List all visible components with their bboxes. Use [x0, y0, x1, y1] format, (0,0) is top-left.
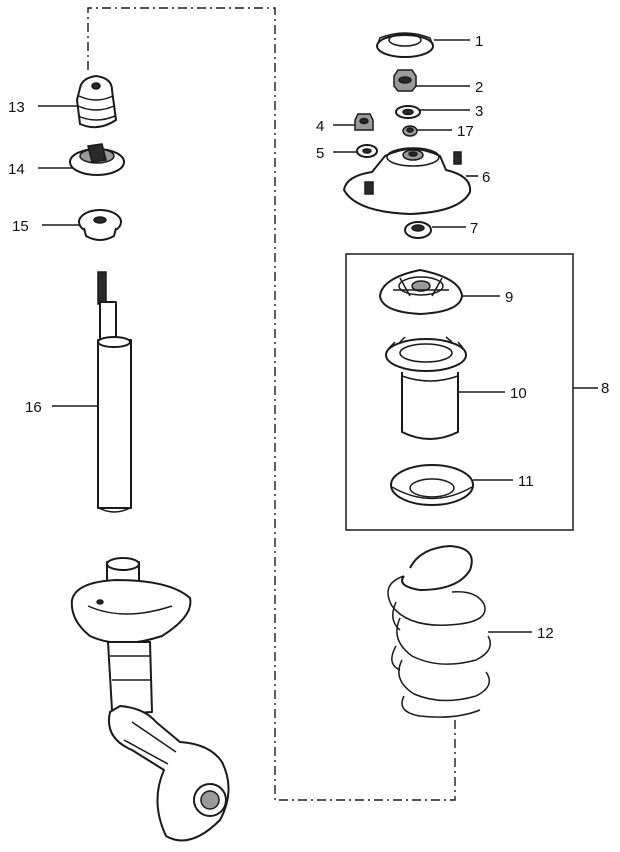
part-spring-seat-clip [69, 143, 125, 176]
callout-14: 14 [8, 161, 25, 178]
part-washer [395, 105, 421, 119]
callout-4: 4 [316, 118, 324, 135]
part-lower-spring-pad [390, 464, 474, 506]
part-boot [385, 336, 467, 440]
callout-12: 12 [537, 625, 554, 642]
part-strut-mount [343, 147, 472, 215]
part-bearing [404, 221, 432, 239]
callout-2: 2 [475, 79, 483, 96]
callout-10: 10 [510, 385, 527, 402]
part-strut-knuckle [70, 557, 230, 842]
callout-16: 16 [25, 399, 42, 416]
part-bushing-small [402, 125, 418, 137]
callout-15: 15 [12, 218, 29, 235]
part-cap-nut [354, 113, 374, 131]
part-coil-spring [387, 545, 491, 718]
part-top-cap [376, 32, 434, 58]
assembly-path-line [87, 7, 456, 801]
callout-17: 17 [457, 123, 474, 140]
part-upper-spring-seat [379, 269, 463, 315]
part-nut [393, 69, 417, 92]
part-ring-washer [356, 144, 378, 158]
callout-13: 13 [8, 99, 25, 116]
callout-3: 3 [475, 103, 483, 120]
part-shock-absorber [97, 271, 132, 513]
callout-1: 1 [475, 33, 483, 50]
callout-7: 7 [470, 220, 478, 237]
part-dust-cap [78, 209, 122, 241]
callout-9: 9 [505, 289, 513, 306]
part-bump-stop [76, 75, 117, 129]
leader-lines [38, 39, 598, 633]
callout-11: 11 [518, 473, 534, 490]
callout-8: 8 [601, 380, 609, 397]
group-frame-upper-assembly [345, 253, 574, 531]
callout-5: 5 [316, 145, 324, 162]
callout-6: 6 [482, 169, 490, 186]
